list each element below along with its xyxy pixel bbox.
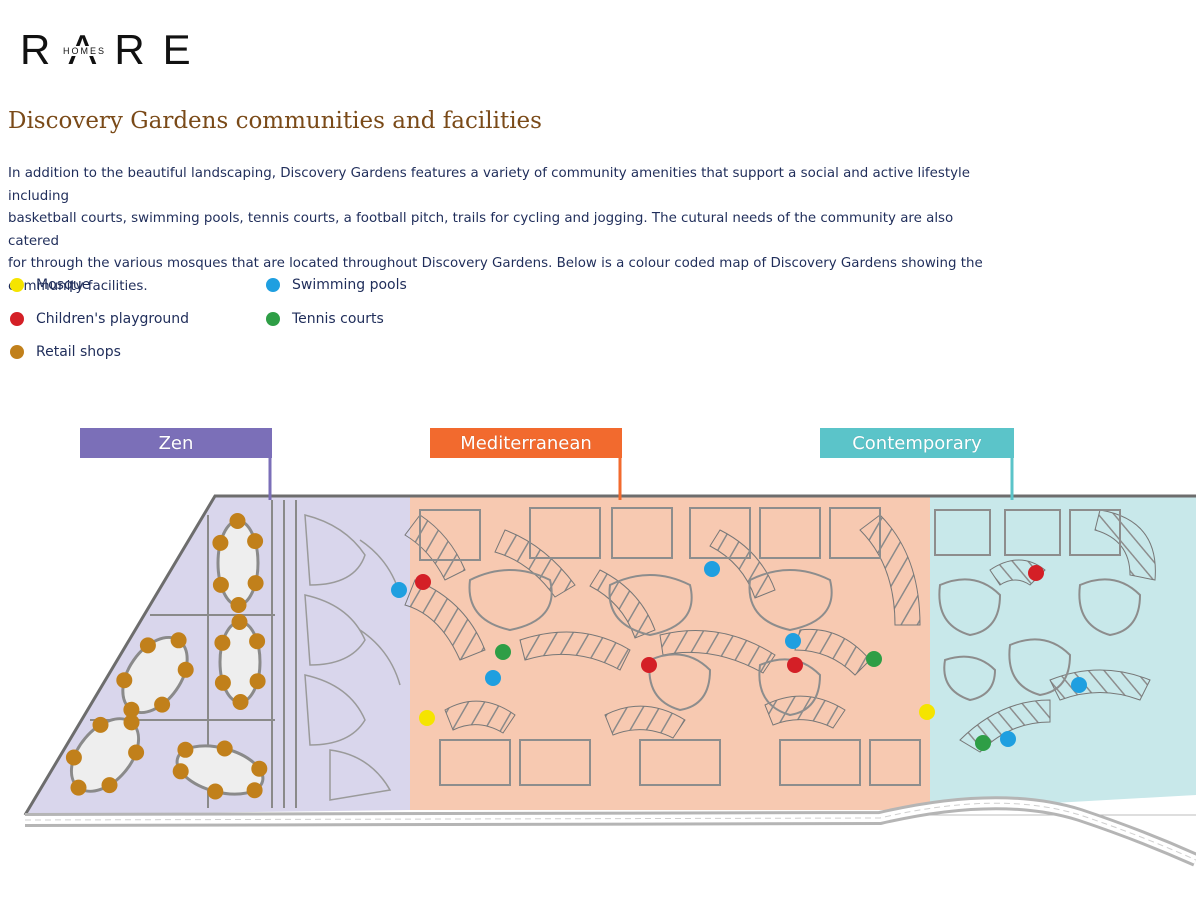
logo-subtext: HOMES <box>60 46 110 56</box>
retail-shop-marker[interactable] <box>128 744 145 761</box>
intro-line: basketball courts, swimming pools, tenni… <box>8 211 954 249</box>
intro-line: community facilities. <box>8 278 148 294</box>
retail-shop-marker[interactable] <box>101 777 118 794</box>
legend-item-mosque: Mosque <box>10 274 90 296</box>
legend-item-pools: Swimming pools <box>266 274 407 296</box>
legend-label: Children's playground <box>36 311 190 327</box>
retail-shop-marker[interactable] <box>231 614 248 630</box>
retail-shop-marker[interactable] <box>154 696 171 713</box>
facility-marker-tennis-courts[interactable] <box>495 644 511 660</box>
facility-marker-children-s-playground[interactable] <box>641 657 657 673</box>
retail-shop-marker[interactable] <box>232 694 249 710</box>
facility-marker-swimming-pools[interactable] <box>485 670 501 686</box>
retail-shop-marker[interactable] <box>216 740 233 757</box>
legend-item-retail: Retail shops <box>10 341 121 363</box>
retail-shop-marker[interactable] <box>214 634 231 651</box>
facility-marker-children-s-playground[interactable] <box>415 574 431 590</box>
retail-shop-marker[interactable] <box>229 513 246 529</box>
retail-shop-marker[interactable] <box>247 575 264 592</box>
retail-shop-marker[interactable] <box>230 597 247 613</box>
retail-shop-marker[interactable] <box>207 783 224 800</box>
retail-shop-marker[interactable] <box>249 673 266 690</box>
intro-line: for through the various mosques that are… <box>8 256 983 272</box>
legend-label: Mosque <box>36 277 91 293</box>
retail-shop-marker[interactable] <box>116 672 133 689</box>
mosque-marker-icon <box>10 278 24 292</box>
retail-shop-marker[interactable] <box>65 749 82 766</box>
zone-label-zen[interactable]: Zen <box>80 428 272 458</box>
legend-item-playground: Children's playground <box>10 308 189 330</box>
facility-markers <box>391 561 1087 751</box>
retail-shop-marker[interactable] <box>70 779 87 796</box>
legend-label: Retail shops <box>36 344 121 360</box>
retail-shop-marker[interactable] <box>214 674 231 691</box>
map-graphic <box>23 458 1196 867</box>
logo-wordmark: RARE <box>20 26 209 73</box>
retail-shop-marker[interactable] <box>177 741 194 758</box>
retail-shop-marker[interactable] <box>212 576 229 593</box>
retail-shop-marker[interactable] <box>170 632 187 649</box>
facility-marker-swimming-pools[interactable] <box>1071 677 1087 693</box>
tennis-marker-icon <box>266 312 280 326</box>
facility-marker-mosque[interactable] <box>919 704 935 720</box>
facility-marker-swimming-pools[interactable] <box>391 582 407 598</box>
zone-area-contemporary <box>930 496 1196 810</box>
retail-shop-marker[interactable] <box>249 633 266 650</box>
retail-shop-marker[interactable] <box>177 661 194 678</box>
retail-shop-marker[interactable] <box>139 637 156 654</box>
facility-marker-mosque[interactable] <box>419 710 435 726</box>
legend-label: Tennis courts <box>292 311 384 327</box>
intro-line: In addition to the beautiful landscaping… <box>8 166 970 204</box>
retail-shop-marker[interactable] <box>123 714 140 731</box>
facility-marker-tennis-courts[interactable] <box>866 651 882 667</box>
retail-marker-icon <box>10 345 24 359</box>
retail-shop-marker[interactable] <box>172 763 189 780</box>
retail-shop-marker[interactable] <box>247 533 264 550</box>
zone-label-contemporary[interactable]: Contemporary <box>820 428 1014 458</box>
facility-marker-swimming-pools[interactable] <box>785 633 801 649</box>
community-map[interactable]: Zen Mediterranean Contemporary <box>0 420 1196 890</box>
legend-label: Swimming pools <box>292 277 407 293</box>
facility-marker-tennis-courts[interactable] <box>975 735 991 751</box>
retail-shop-marker[interactable] <box>123 701 140 718</box>
retail-markers <box>65 513 268 800</box>
retail-shop-marker[interactable] <box>251 760 268 777</box>
pool-marker-icon <box>266 278 280 292</box>
retail-shop-marker[interactable] <box>246 782 263 799</box>
facility-marker-swimming-pools[interactable] <box>1000 731 1016 747</box>
facility-marker-children-s-playground[interactable] <box>787 657 803 673</box>
zone-label-mediterranean[interactable]: Mediterranean <box>430 428 622 458</box>
page-title: Discovery Gardens communities and facili… <box>8 108 542 134</box>
facility-marker-children-s-playground[interactable] <box>1028 565 1044 581</box>
retail-shop-marker[interactable] <box>212 534 229 551</box>
legend-item-tennis: Tennis courts <box>266 308 384 330</box>
facility-marker-swimming-pools[interactable] <box>704 561 720 577</box>
brand-logo[interactable]: RARE HOMES <box>20 28 191 76</box>
retail-shop-marker[interactable] <box>92 716 109 733</box>
intro-paragraph: In addition to the beautiful landscaping… <box>8 163 993 299</box>
playground-marker-icon <box>10 312 24 326</box>
